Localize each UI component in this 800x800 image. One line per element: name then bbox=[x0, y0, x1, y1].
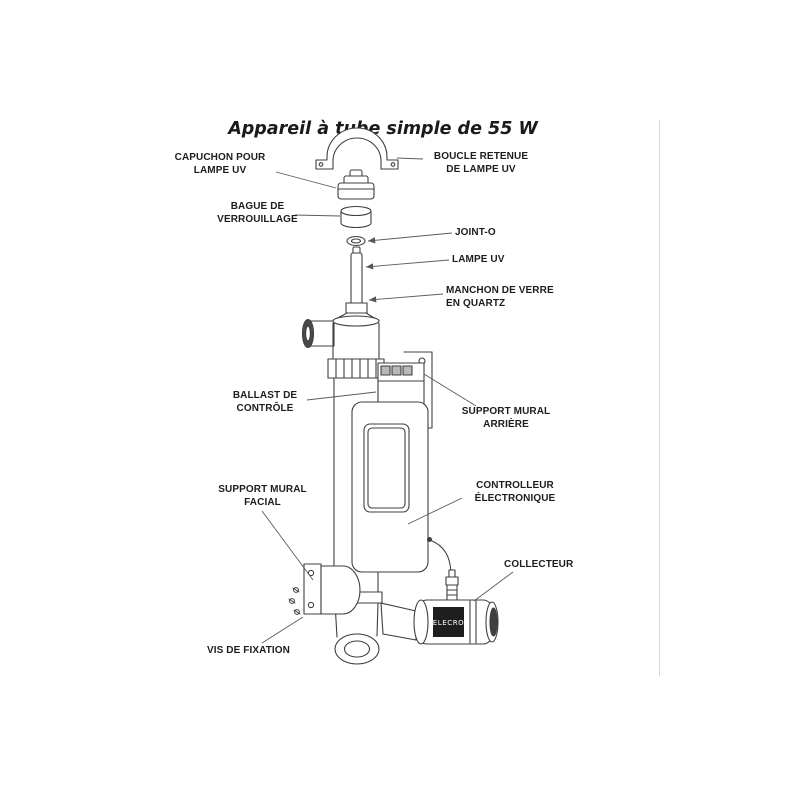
label-vis-de-fixation: VIS DE FIXATION bbox=[207, 645, 290, 656]
collector-drawing: ELECRO bbox=[413, 599, 499, 645]
leader-capuchon bbox=[275, 171, 337, 189]
front-wall-mount-drawing bbox=[303, 563, 361, 615]
o-ring-drawing bbox=[346, 235, 366, 247]
leader-collecteur bbox=[473, 571, 514, 602]
label-support-mural-arriere: SUPPORT MURAL ARRIÈRE bbox=[461, 406, 551, 430]
lamp-cap-icon bbox=[337, 169, 375, 200]
leader-vis bbox=[261, 616, 304, 644]
sensor-cable-drawing bbox=[426, 536, 459, 601]
collector-brand-text: ELECRO bbox=[433, 619, 465, 627]
leader-lines bbox=[261, 157, 514, 644]
label-bague-de-verrouillage: BAGUE DE VERROUILLAGE bbox=[217, 201, 298, 225]
leader-ballast bbox=[306, 391, 377, 401]
leader-controlleur bbox=[407, 497, 463, 525]
right-divider-line bbox=[659, 120, 660, 676]
label-joint-o: JOINT-O bbox=[455, 227, 496, 238]
drawing-parts: ELECRO bbox=[288, 127, 499, 665]
label-ballast-de-controle: BALLAST DE CONTRÔLE bbox=[232, 390, 298, 414]
uv-lamp-drawing bbox=[350, 246, 363, 312]
fixing-screws-drawing bbox=[288, 587, 301, 615]
leader-manchon bbox=[368, 293, 444, 303]
leader-bague bbox=[294, 214, 341, 217]
leader-support-facial bbox=[261, 510, 314, 581]
page-title: Appareil à tube simple de 55 W bbox=[228, 119, 538, 139]
leader-support-arriere bbox=[423, 373, 477, 407]
locking-ring-drawing bbox=[340, 205, 372, 229]
leader-boucle bbox=[396, 157, 424, 160]
label-capuchon-pour-lampe-uv: CAPUCHON POUR LAMPE UV bbox=[174, 152, 266, 176]
label-boucle-retenue: BOUCLE RETENUE DE LAMPE UV bbox=[433, 151, 529, 175]
label-collecteur: COLLECTEUR bbox=[504, 559, 574, 570]
controller-drawing bbox=[351, 401, 429, 573]
label-manchon-de-verre: MANCHON DE VERRE EN QUARTZ bbox=[446, 285, 554, 309]
leader-lampe-uv bbox=[365, 259, 450, 270]
label-lampe-uv: LAMPE UV bbox=[452, 254, 505, 265]
label-controlleur-electronique: CONTROLLEUR ÉLECTRONIQUE bbox=[474, 480, 556, 504]
lamp-retention-clip-drawing bbox=[315, 127, 399, 170]
leader-joint-o bbox=[367, 232, 453, 244]
label-support-mural-facial: SUPPORT MURAL FACIAL bbox=[218, 484, 307, 508]
